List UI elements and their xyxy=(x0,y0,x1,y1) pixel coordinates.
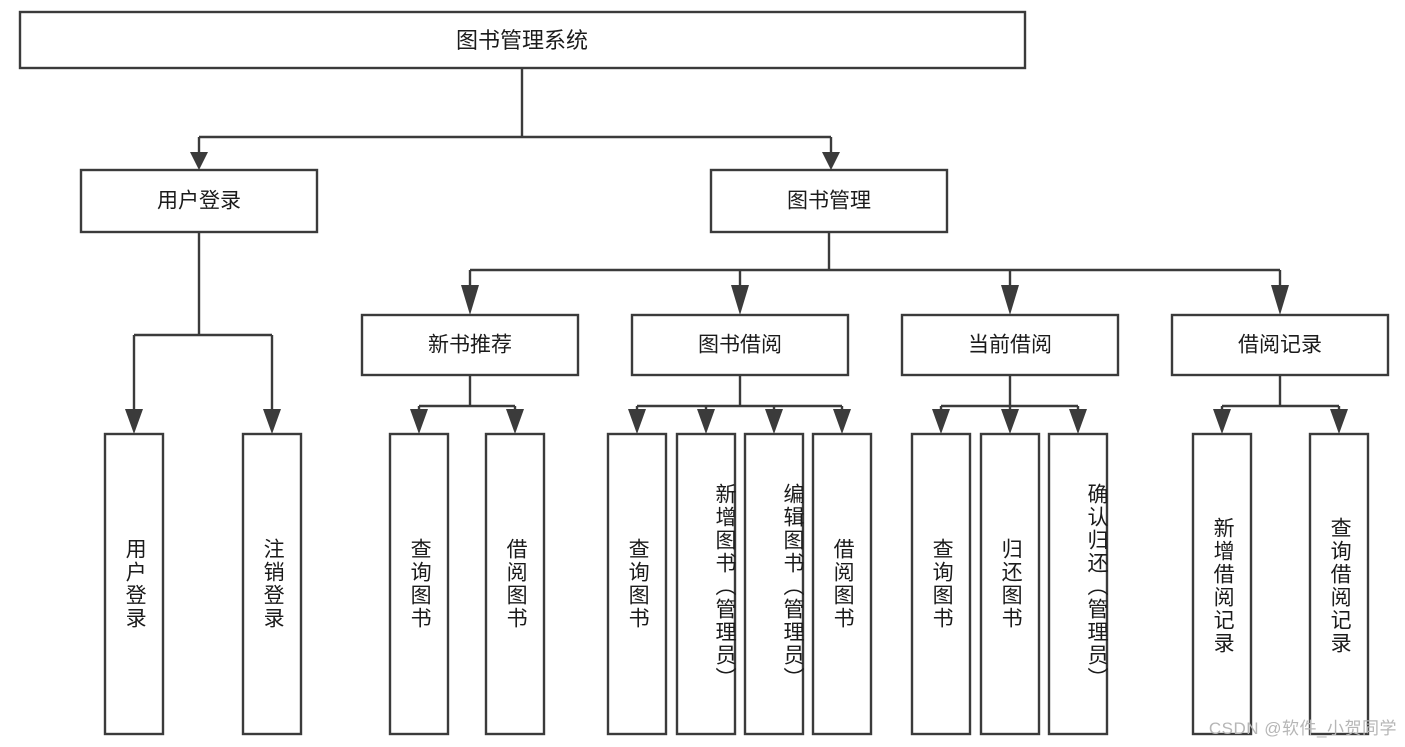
connector-user-login-to-leaves xyxy=(125,232,281,434)
node-new-book-recommend-label: 新书推荐 xyxy=(428,334,512,357)
connector-root-to-level2 xyxy=(190,68,840,170)
connector-book-management-to-level3 xyxy=(461,232,1289,315)
arrow-head-bm-4 xyxy=(1271,285,1289,315)
node-current-borrow-box[interactable] xyxy=(900,313,1120,377)
node-new-book-recommend-box[interactable] xyxy=(360,313,580,377)
node-root[interactable]: 图书管理系统 xyxy=(18,10,1027,70)
leaf-box-borrow-book-2[interactable] xyxy=(811,432,873,736)
arrow-head-bm-3 xyxy=(1001,285,1019,315)
leaf-box-edit-book[interactable] xyxy=(743,432,805,736)
arrow-head-user-login-2 xyxy=(263,409,281,434)
node-book-management-label: 图书管理 xyxy=(787,190,871,213)
leaf-box-add-record[interactable] xyxy=(1191,432,1253,736)
arrow-head-bb-3 xyxy=(765,409,783,434)
node-current-borrow[interactable]: 当前借阅 xyxy=(900,313,1120,377)
node-book-borrow-label: 图书借阅 xyxy=(698,334,782,357)
leaf-box-query-record[interactable] xyxy=(1308,432,1370,736)
node-user-login-label: 用户登录 xyxy=(157,190,241,213)
node-book-management[interactable]: 图书管理 xyxy=(709,168,949,234)
arrow-head-cb-3 xyxy=(1069,409,1087,434)
node-book-borrow-box[interactable] xyxy=(630,313,850,377)
node-root-box[interactable] xyxy=(18,10,1027,70)
leaf-box-user-login[interactable] xyxy=(103,432,165,736)
arrow-head-bm-2 xyxy=(731,285,749,315)
node-user-login[interactable]: 用户登录 xyxy=(79,168,319,234)
leaf-box-return-book[interactable] xyxy=(979,432,1041,736)
node-borrow-record-label: 借阅记录 xyxy=(1238,334,1322,357)
arrow-head-br-2 xyxy=(1330,409,1348,434)
node-current-borrow-label: 当前借阅 xyxy=(968,334,1052,357)
connector-new-book-recommend-to-leaves xyxy=(410,375,524,434)
arrow-head-nbr-2 xyxy=(506,409,524,434)
arrow-head-bb-1 xyxy=(628,409,646,434)
node-book-management-box[interactable] xyxy=(709,168,949,234)
connector-book-borrow-to-leaves xyxy=(628,375,851,434)
arrow-head-bb-2 xyxy=(697,409,715,434)
node-borrow-record[interactable]: 借阅记录 xyxy=(1170,313,1390,377)
leaf-box-add-book[interactable] xyxy=(675,432,737,736)
connector-current-borrow-to-leaves xyxy=(932,375,1087,434)
arrow-head-user-login-1 xyxy=(125,409,143,434)
arrow-head-bm-1 xyxy=(461,285,479,315)
arrow-head-nbr-1 xyxy=(410,409,428,434)
node-new-book-recommend[interactable]: 新书推荐 xyxy=(360,313,580,377)
arrow-head-br-1 xyxy=(1213,409,1231,434)
arrow-head-root-1 xyxy=(190,152,208,170)
arrow-head-cb-1 xyxy=(932,409,950,434)
leaf-box-query-book-2[interactable] xyxy=(606,432,668,736)
connector-borrow-record-to-leaves xyxy=(1213,375,1348,434)
leaf-box-query-book-1[interactable] xyxy=(388,432,450,736)
node-borrow-record-box[interactable] xyxy=(1170,313,1390,377)
leaf-box-query-book-3[interactable] xyxy=(910,432,972,736)
leaf-box-borrow-book-1[interactable] xyxy=(484,432,546,736)
node-root-label: 图书管理系统 xyxy=(456,28,588,53)
arrow-head-cb-2 xyxy=(1001,409,1019,434)
arrow-head-bb-4 xyxy=(833,409,851,434)
arrow-head-root-2 xyxy=(822,152,840,170)
watermark-text: CSDN @软件_小贺同学 xyxy=(1208,719,1397,738)
node-book-borrow[interactable]: 图书借阅 xyxy=(630,313,850,377)
leaf-box-confirm-return[interactable] xyxy=(1047,432,1109,736)
leaf-box-logout-login[interactable] xyxy=(241,432,303,736)
